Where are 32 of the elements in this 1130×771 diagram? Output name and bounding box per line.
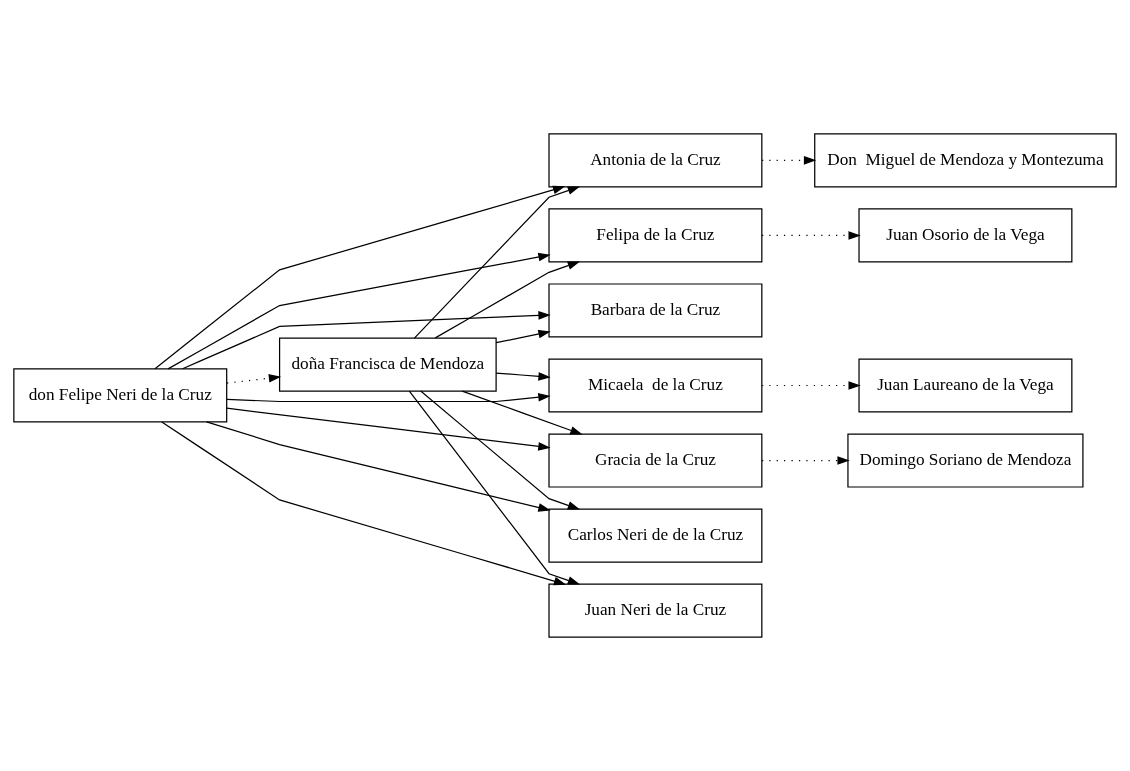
arrow xyxy=(167,252,551,370)
node-box: Felipa de la Cruz xyxy=(548,208,763,263)
node-box: Gracia de la Cruz xyxy=(548,433,763,488)
arrow xyxy=(461,390,583,435)
arrow xyxy=(495,372,551,381)
arrow xyxy=(434,261,581,339)
node-box: Juan Osorio de la Vega xyxy=(858,208,1073,263)
arrow xyxy=(408,390,581,585)
arrow xyxy=(226,407,551,451)
node-box: Carlos Neri de de la Cruz xyxy=(548,508,763,563)
arrow xyxy=(420,390,581,510)
node-box: Juan Neri de la Cruz xyxy=(548,583,763,638)
arrow xyxy=(761,231,861,240)
arrow xyxy=(154,185,566,370)
node-box: Antonia de la Cruz xyxy=(548,133,763,188)
node-box: Don Miguel de Mendoza y Montezuma xyxy=(814,133,1117,188)
arrow xyxy=(761,381,861,390)
arrow xyxy=(226,392,551,403)
node-box: don Felipe Neri de la Cruz xyxy=(13,368,228,423)
node-box: Juan Laureano de la Vega xyxy=(858,358,1073,413)
arrow xyxy=(761,456,850,465)
arrow xyxy=(205,421,551,512)
node-box: doña Francisca de Mendoza xyxy=(278,337,497,392)
arrow xyxy=(226,373,282,384)
node-box: Micaela de la Cruz xyxy=(548,358,763,413)
node-box: Domingo Soriano de Mendoza xyxy=(847,433,1084,488)
arrow xyxy=(161,421,567,586)
arrow xyxy=(495,329,551,344)
arrow xyxy=(182,311,551,370)
node-box: Barbara de la Cruz xyxy=(548,283,763,338)
arrow xyxy=(761,156,817,165)
arrow xyxy=(413,186,581,339)
